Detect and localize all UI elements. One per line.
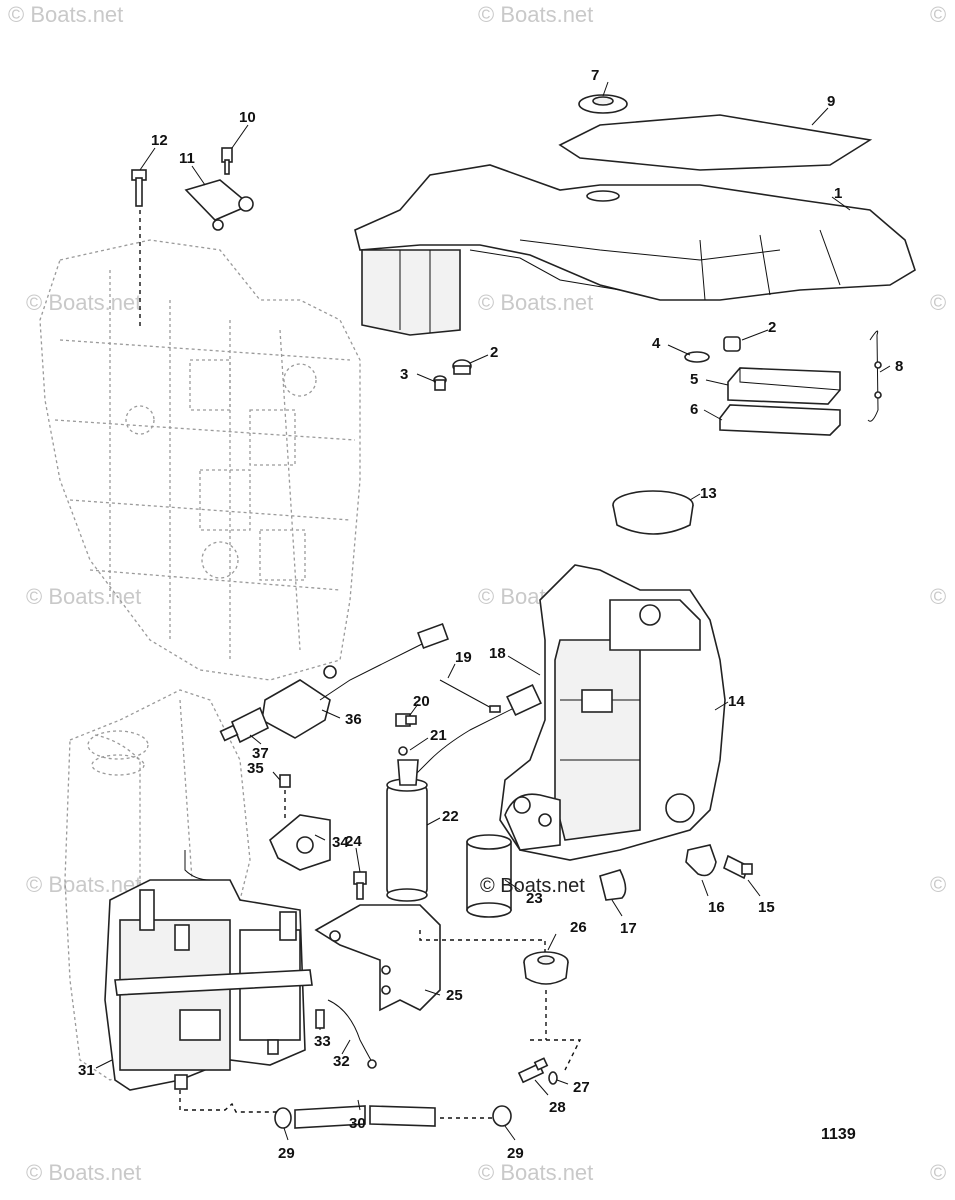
part-7-grommet <box>578 94 628 114</box>
callout-4: 4 <box>652 335 661 352</box>
callout-5: 5 <box>690 371 698 388</box>
watermark-lower-left: © Boats.net <box>26 872 142 897</box>
part-24-bolt <box>353 871 367 900</box>
callout-16: 16 <box>708 899 725 916</box>
callout-22: 22 <box>442 808 459 825</box>
callout-21: 21 <box>430 727 447 744</box>
part-8-lanyard <box>867 330 882 422</box>
callout-32: 32 <box>333 1053 350 1070</box>
part-16-clamp <box>685 844 717 877</box>
callout-2-right: 2 <box>768 319 776 336</box>
part-32-ground-wire <box>327 999 377 1069</box>
engine-block-ghost <box>39 239 361 681</box>
callout-33: 33 <box>314 1033 331 1050</box>
callout-1: 1 <box>834 185 842 202</box>
drawing-number: 1139 <box>821 1126 856 1143</box>
pump-harness <box>414 683 542 776</box>
part-33-screw <box>315 1009 325 1029</box>
part-22-fuel-pump <box>386 759 428 902</box>
part-34-bracket <box>269 814 331 871</box>
callout-3: 3 <box>400 366 408 383</box>
callout-29-right: 29 <box>507 1145 524 1162</box>
part-13-seal <box>612 490 694 535</box>
part-1-air-cover <box>354 164 916 336</box>
callout-25: 25 <box>446 987 463 1004</box>
part-2-grommet-left <box>452 359 472 375</box>
watermark-mid-right: © <box>930 584 947 609</box>
part-5-filter <box>727 367 841 405</box>
callout-8: 8 <box>895 358 903 375</box>
callout-12: 12 <box>151 132 168 149</box>
connector-line-grommet <box>419 930 546 952</box>
part-11-fitting <box>184 179 254 231</box>
callout-7: 7 <box>591 67 599 84</box>
callout-19: 19 <box>455 649 472 666</box>
watermark-upper-center: © Boats.net <box>478 290 594 315</box>
watermark-upper-right: © <box>930 290 947 315</box>
part-4-clip <box>684 351 710 363</box>
watermark-bottom-center: © Boats.net <box>478 1160 594 1185</box>
callout-26: 26 <box>570 919 587 936</box>
part-21-o-ring <box>398 746 408 756</box>
part-6-gasket <box>719 404 841 436</box>
callout-27: 27 <box>573 1079 590 1096</box>
callout-18: 18 <box>489 645 506 662</box>
part-29-clamp-right <box>492 1105 512 1127</box>
callout-30: 30 <box>349 1115 366 1132</box>
part-15-bolt <box>723 854 753 880</box>
part-30-hose <box>294 1105 436 1129</box>
watermark-top-left: © Boats.net <box>8 2 124 27</box>
part-23-sleeve <box>466 834 512 918</box>
part-3-spacer <box>433 375 447 391</box>
watermark-lower-right: © <box>930 872 947 897</box>
watermark-top-right: © <box>930 2 947 27</box>
part-2-grommet-right <box>723 336 741 352</box>
callout-2-left: 2 <box>490 344 498 361</box>
part-28-fitting <box>517 1057 549 1084</box>
part-12-bolt <box>131 169 147 330</box>
part-29-clamp-left <box>274 1107 292 1129</box>
callout-35: 35 <box>247 760 264 777</box>
watermark-mid-left: © Boats.net <box>26 584 142 609</box>
part-31-tank <box>104 850 313 1091</box>
part-14-housing <box>499 564 726 861</box>
callout-11: 11 <box>179 150 195 167</box>
callout-13: 13 <box>700 485 717 502</box>
callout-24: 24 <box>345 833 362 850</box>
watermark-bottom-left: © Boats.net <box>26 1160 142 1185</box>
callout-14: 14 <box>728 693 745 710</box>
connector-line-lower <box>179 1090 280 1113</box>
callout-15: 15 <box>758 899 775 916</box>
part-10-bolt <box>221 147 233 175</box>
part-19-tie <box>439 679 501 713</box>
part-35-bolt <box>279 774 291 820</box>
callout-28: 28 <box>549 1099 566 1116</box>
watermark-bottom-right: © <box>930 1160 947 1185</box>
part-17-clamp <box>599 869 627 901</box>
callout-6: 6 <box>690 401 698 418</box>
callout-37: 37 <box>252 745 269 762</box>
callout-23: 23 <box>526 890 543 907</box>
manifold-ghost <box>64 689 251 1081</box>
part-9-decal <box>558 114 873 171</box>
callout-36: 36 <box>345 711 362 728</box>
part-20-fitting <box>395 713 417 727</box>
callout-17: 17 <box>620 920 637 937</box>
part-26-grommet <box>523 951 569 985</box>
callout-20: 20 <box>413 693 430 710</box>
callout-29-left: 29 <box>278 1145 295 1162</box>
callout-31: 31 <box>78 1062 95 1079</box>
callout-34: 34 <box>332 834 349 851</box>
watermark-top-center: © Boats.net <box>478 2 594 27</box>
part-25-bracket <box>314 904 441 1012</box>
callout-9: 9 <box>827 93 835 110</box>
callout-10: 10 <box>239 109 256 126</box>
part-27-o-ring <box>548 1071 558 1085</box>
part-37-fitting <box>219 706 270 744</box>
